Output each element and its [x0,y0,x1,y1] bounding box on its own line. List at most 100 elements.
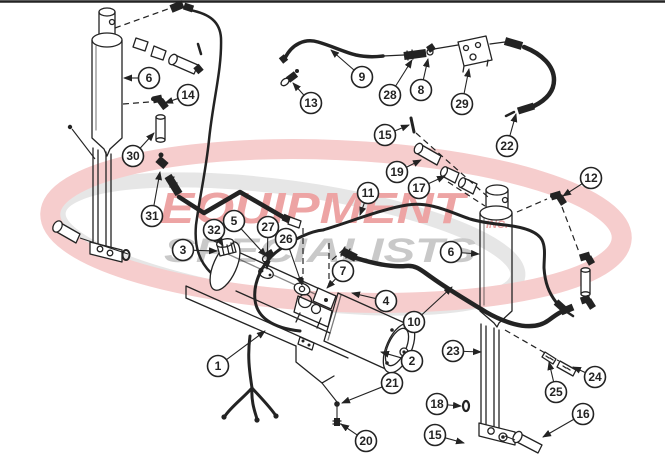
pin-bushing-group [409,116,489,207]
svg-text:9: 9 [359,70,366,84]
callout-7: 7 [326,259,355,289]
callout-23: 23 [441,339,482,363]
svg-text:11: 11 [362,186,375,200]
elbow-fitting-31 [155,152,183,197]
callout-3: 3 [171,238,218,262]
svg-text:18: 18 [430,397,444,411]
callout-22: 22 [495,113,519,158]
elbow-fitting-14 [151,94,169,111]
svg-text:26: 26 [279,232,293,246]
pin-15 [409,116,416,134]
svg-text:30: 30 [126,149,140,163]
callout-15: 15 [423,423,465,447]
callout-27: 27 [256,215,280,270]
svg-text:14: 14 [181,88,195,102]
callout-9: 9 [330,49,374,89]
spacer-30 [155,114,166,143]
svg-text:22: 22 [500,139,514,153]
svg-text:28: 28 [383,88,397,102]
valve-29 [457,35,493,73]
callout-14: 14 [164,83,200,107]
callout-16: 16 [542,402,595,438]
right-lift-cylinder [461,184,596,454]
callout-19: 19 [385,159,422,184]
svg-text:8: 8 [418,83,425,97]
electric-motor [323,292,416,374]
svg-text:29: 29 [455,97,469,111]
hose-left-cylinder-to-pump [176,189,304,284]
svg-text:6: 6 [448,245,455,259]
callout-25: 25 [544,361,568,404]
left-bolt-dot [67,124,73,130]
callout-28: 28 [378,59,413,107]
bushing-upper [132,37,149,52]
callout-31: 31 [140,171,164,228]
mount-pin-16 [504,430,543,454]
svg-text:25: 25 [549,385,563,399]
callout-6: 6 [123,66,161,90]
callout-12: 12 [562,166,603,197]
callout-5: 5 [222,209,267,257]
callout-24: 24 [572,365,607,389]
callout-20: 20 [340,423,378,453]
left-top-elbow-fitting [169,0,195,13]
svg-text:23: 23 [446,344,460,358]
svg-text:1: 1 [215,359,222,373]
svg-text:15: 15 [428,428,442,442]
fitting-8 [426,43,436,56]
svg-text:6: 6 [146,71,153,85]
svg-text:4: 4 [383,294,390,308]
valve-manifold [293,243,337,329]
svg-text:3: 3 [180,243,187,257]
hose-10 [331,246,575,329]
svg-text:20: 20 [359,434,373,448]
callout-6: 6 [439,240,480,264]
screw-24 [556,360,577,377]
pump-port-26 [293,282,311,296]
callout-15: 15 [373,123,410,147]
o-ring-18 [461,399,471,413]
svg-text:13: 13 [304,96,318,110]
svg-text:17: 17 [412,181,426,195]
bracket-bolts [321,382,342,426]
svg-text:15: 15 [378,128,392,142]
bushing-lower [150,45,167,61]
hose-9 [283,39,385,60]
callout-21: 21 [341,371,404,404]
svg-text:16: 16 [576,407,590,421]
callout-18: 18 [425,392,462,416]
svg-text:27: 27 [261,220,275,234]
fitting-13 [280,69,299,87]
callout-13: 13 [292,82,323,115]
svg-text:24: 24 [588,370,602,384]
svg-text:12: 12 [584,171,598,185]
bolt-21 [334,401,340,407]
svg-text:19: 19 [390,165,404,179]
callout-10: 10 [402,286,453,334]
left-lift-cylinder [52,0,223,275]
callout-32: 32 [202,218,226,247]
left-mount-pin [52,220,129,255]
callout-2: 2 [380,349,424,373]
hose-top-left [188,8,223,275]
callout-8: 8 [409,58,433,102]
bolt-20 [334,418,340,426]
callout-4: 4 [351,289,398,313]
callout-30: 30 [121,132,155,168]
svg-text:21: 21 [385,376,399,390]
wiring-harness [221,334,279,423]
callout-26: 26 [274,227,303,286]
callout-17: 17 [407,175,446,200]
svg-text:5: 5 [231,214,238,228]
callout-11: 11 [356,181,380,216]
svg-text:31: 31 [145,209,159,223]
top-hose-group [278,35,557,118]
callout-29: 29 [450,68,474,116]
cotter-pin [196,42,203,56]
hose-22 [521,44,557,109]
svg-text:10: 10 [407,315,421,329]
right-fitting-stack [578,251,596,310]
